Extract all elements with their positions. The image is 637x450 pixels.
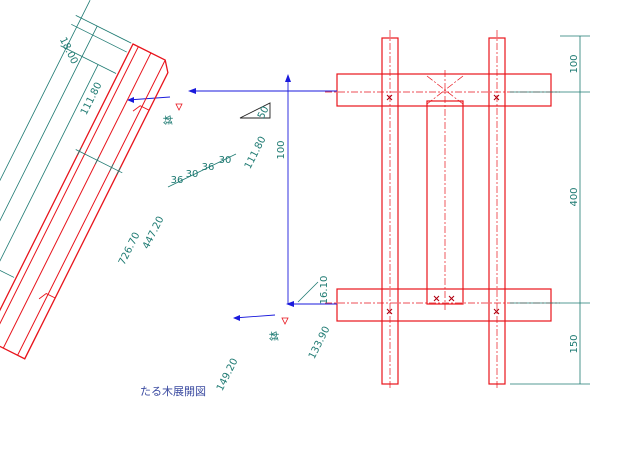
rafter-outline xyxy=(0,43,169,363)
seat-cut-lower xyxy=(38,293,56,300)
dim-rise-100: 100 xyxy=(276,140,287,159)
dim-total-726: 726.70 xyxy=(117,231,142,267)
dim-width-36a: 36 xyxy=(171,175,184,186)
projection-guides xyxy=(127,76,337,319)
drawing-caption: たる木展開図 xyxy=(140,385,206,398)
dim-low-133: 133.90 xyxy=(307,325,332,361)
dim-offset-16: 16.10 xyxy=(319,276,330,305)
dim-mid-447: 447.20 xyxy=(141,215,166,251)
note-kezuri-upper: 鉢 xyxy=(162,115,175,125)
note-kezuri-lower: 鉢 xyxy=(268,331,281,341)
dim-right-150: 150 xyxy=(569,334,580,353)
dim-low-149: 149.20 xyxy=(215,357,240,393)
guide-arrow-up xyxy=(285,74,291,82)
guide-arrow-small-top xyxy=(127,97,134,103)
cross-mark xyxy=(493,308,500,315)
seat-cut-upper xyxy=(132,105,150,112)
dim-width-30b: 30 xyxy=(219,155,232,166)
cross-mark xyxy=(433,295,440,302)
plan-centerlines xyxy=(325,30,560,390)
cross-mark xyxy=(448,295,455,302)
slope-50: 50 xyxy=(256,105,272,121)
cross-mark xyxy=(386,94,393,101)
dim-upper-111: 111.80 xyxy=(79,81,104,117)
right-dimension-chain xyxy=(510,35,590,385)
dim-right-400: 400 xyxy=(569,187,580,206)
plan-view xyxy=(336,37,552,385)
plan-cross-marks xyxy=(386,94,500,315)
cross-mark xyxy=(386,308,393,315)
slope-111: 111.80 xyxy=(243,135,269,171)
guide-arrow-left-top xyxy=(188,88,196,94)
plan-top-beam xyxy=(336,73,552,107)
rafter-development xyxy=(0,0,169,363)
dim-right-100: 100 xyxy=(569,54,580,73)
dim-width-30a: 30 xyxy=(186,169,199,180)
cross-mark xyxy=(493,94,500,101)
guide-arrow-small-bottom xyxy=(233,315,240,321)
dim-top-18: 18.00 xyxy=(57,36,80,67)
slope-triangle: 50 111.80 xyxy=(239,102,272,171)
guide-arrow-left-bottom xyxy=(286,301,294,307)
plan-bottom-beam xyxy=(336,288,552,322)
